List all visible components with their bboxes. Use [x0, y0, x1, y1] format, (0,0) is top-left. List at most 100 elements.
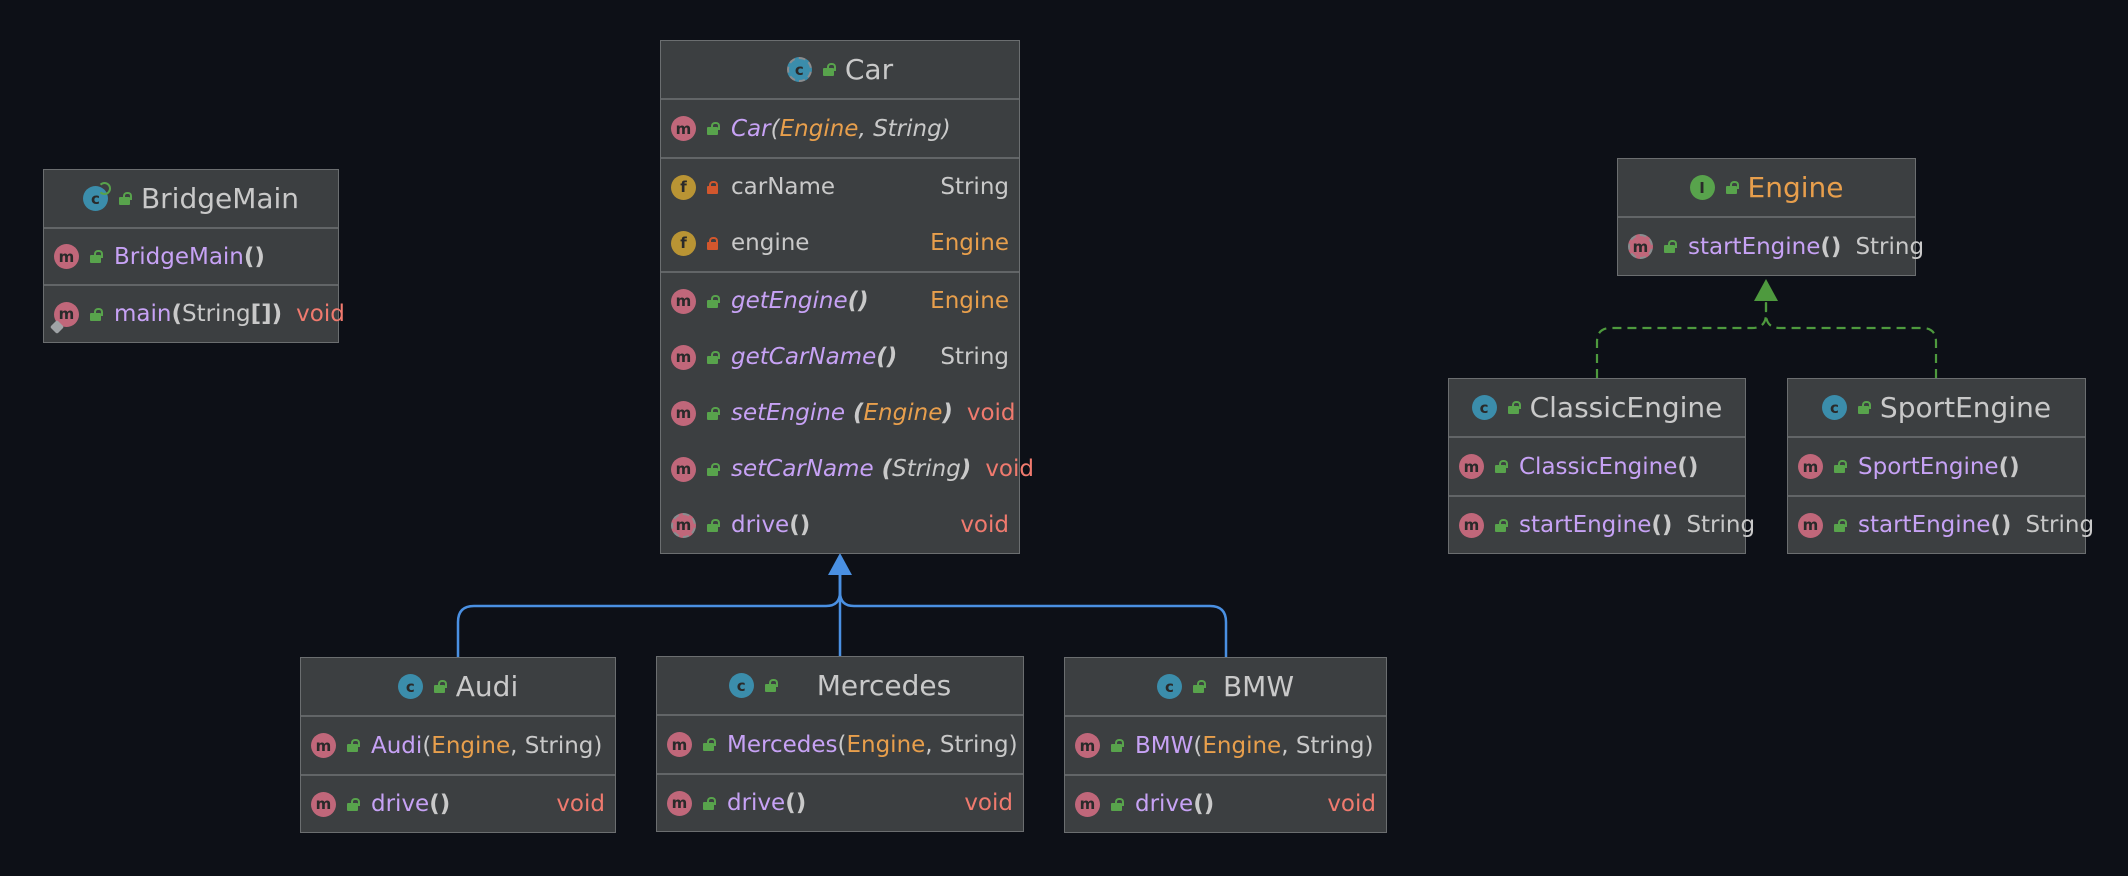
- member-name: drive(): [731, 512, 811, 538]
- member-row[interactable]: m Audi(Engine, String): [301, 717, 615, 774]
- member-row[interactable]: m getEngine() Engine: [661, 273, 1019, 329]
- member-row[interactable]: m BridgeMain(): [44, 229, 338, 284]
- class-sportengine[interactable]: c SportEngine m SportEngine() m startEng…: [1787, 378, 2094, 554]
- class-bridgemain[interactable]: c BridgeMain m BridgeMain() m main(Strin…: [43, 169, 345, 343]
- public-icon: [706, 294, 720, 308]
- member-row[interactable]: m BMW(Engine, String): [1065, 717, 1386, 774]
- class-classicengine[interactable]: c ClassicEngine m ClassicEngine() m star…: [1448, 378, 1755, 554]
- class-icon: c: [397, 674, 423, 699]
- inheritance-arrowhead: [828, 553, 852, 575]
- member-row[interactable]: m ClassicEngine(): [1449, 438, 1745, 495]
- constructors-section: m BMW(Engine, String): [1065, 717, 1386, 776]
- member-type: void: [296, 301, 345, 327]
- member-name: Mercedes(Engine, String): [727, 731, 1018, 758]
- class-bmw[interactable]: c BMW m BMW(Engine, String) m drive() vo…: [1064, 657, 1387, 833]
- public-icon: [706, 406, 720, 420]
- class-title: Car: [844, 53, 894, 86]
- member-type: String: [1686, 512, 1756, 538]
- method-icon: m: [1459, 512, 1484, 538]
- member-row[interactable]: m startEngine() String: [1618, 218, 1924, 275]
- class-header: c BMW: [1065, 658, 1386, 717]
- edge-sportengine-engine: [1764, 298, 1938, 378]
- interface-engine[interactable]: I Engine m startEngine() String: [1617, 158, 1924, 276]
- public-icon: [706, 518, 720, 532]
- member-row[interactable]: f carName String: [661, 159, 1019, 215]
- member-name: engine: [731, 230, 810, 256]
- class-title: Mercedes: [816, 669, 952, 702]
- member-row[interactable]: m drive() void: [1065, 776, 1386, 832]
- member-row[interactable]: m drive() void: [301, 776, 615, 832]
- class-car[interactable]: c Car m Car(Engine, String) f carName St…: [660, 40, 1034, 554]
- public-icon: [89, 250, 103, 263]
- member-name: startEngine(): [1519, 512, 1673, 538]
- method-icon: m: [1075, 733, 1100, 758]
- methods-section: m startEngine() String: [1788, 497, 2094, 553]
- class-title: BMW: [1222, 670, 1295, 703]
- member-name: setCarName (String): [731, 456, 972, 482]
- member-row[interactable]: m Mercedes(Engine, String): [657, 716, 1023, 773]
- constructors-section: m Car(Engine, String): [661, 100, 1019, 159]
- methods-section: m drive() void: [301, 776, 615, 832]
- method-icon: m: [671, 288, 696, 314]
- public-icon: [1833, 460, 1847, 473]
- class-mercedes[interactable]: c Mercedes m Mercedes(Engine, String) m …: [656, 656, 1024, 832]
- member-row[interactable]: m setEngine (Engine) void: [661, 385, 1019, 441]
- class-header: c Audi: [301, 658, 615, 717]
- member-name: BridgeMain(): [114, 243, 265, 270]
- member-type: String: [940, 344, 1009, 370]
- methods-section: m main(String[]) void: [44, 286, 345, 342]
- public-icon: [1494, 518, 1508, 532]
- interface-icon: I: [1689, 175, 1715, 200]
- member-row[interactable]: m setCarName (String) void: [661, 441, 1034, 497]
- class-header: c BridgeMain: [44, 170, 338, 229]
- constructors-section: m SportEngine(): [1788, 438, 2085, 497]
- edge-bmw-car: [838, 570, 1228, 657]
- member-row[interactable]: m SportEngine(): [1788, 438, 2085, 495]
- member-row[interactable]: f engine Engine: [661, 215, 1019, 271]
- member-row[interactable]: m drive() void: [657, 775, 1023, 831]
- public-icon: [1110, 797, 1124, 811]
- method-icon: m: [667, 790, 692, 816]
- class-icon: c: [1821, 395, 1847, 420]
- member-row[interactable]: m main(String[]) void: [44, 286, 345, 342]
- member-row[interactable]: m startEngine() String: [1449, 497, 1755, 553]
- constructors-section: m ClassicEngine(): [1449, 438, 1745, 497]
- member-type: String: [940, 174, 1009, 200]
- public-icon: [706, 350, 720, 364]
- class-title: ClassicEngine: [1529, 391, 1723, 424]
- methods-section: m getEngine() Engine m getCarName() Stri…: [661, 273, 1034, 553]
- class-title: SportEngine: [1879, 391, 2052, 424]
- member-type: void: [966, 400, 1016, 426]
- method-icon: m: [1075, 791, 1100, 817]
- methods-section: m startEngine() String: [1449, 497, 1755, 553]
- fields-section: f carName String f engine Engine: [661, 159, 1019, 273]
- public-icon: [1192, 680, 1206, 693]
- method-icon: m: [671, 116, 696, 141]
- runnable-icon: [97, 182, 111, 195]
- public-icon: [702, 738, 716, 751]
- member-name: ClassicEngine(): [1519, 453, 1699, 480]
- member-name: Audi(Engine, String): [371, 732, 603, 759]
- member-row[interactable]: m getCarName() String: [661, 329, 1019, 385]
- public-icon: [346, 739, 360, 752]
- class-header: I Engine: [1618, 159, 1915, 218]
- member-row[interactable]: m Car(Engine, String): [661, 100, 1019, 157]
- public-icon: [706, 122, 720, 135]
- public-icon: [1110, 739, 1124, 752]
- public-icon: [706, 462, 720, 476]
- member-row[interactable]: m drive() void: [661, 497, 1019, 553]
- method-icon: m: [1459, 454, 1484, 479]
- public-icon: [1663, 240, 1677, 253]
- method-icon: m: [671, 456, 696, 482]
- class-header: c ClassicEngine: [1449, 379, 1745, 438]
- member-row[interactable]: m startEngine() String: [1788, 497, 2094, 553]
- member-type: void: [1327, 791, 1376, 817]
- private-icon: [706, 236, 719, 250]
- constructors-section: m Mercedes(Engine, String): [657, 716, 1023, 775]
- method-icon: m: [311, 791, 336, 817]
- methods-section: m drive() void: [1065, 776, 1386, 832]
- class-audi[interactable]: c Audi m Audi(Engine, String) m drive() …: [300, 657, 616, 833]
- class-header: c SportEngine: [1788, 379, 2085, 438]
